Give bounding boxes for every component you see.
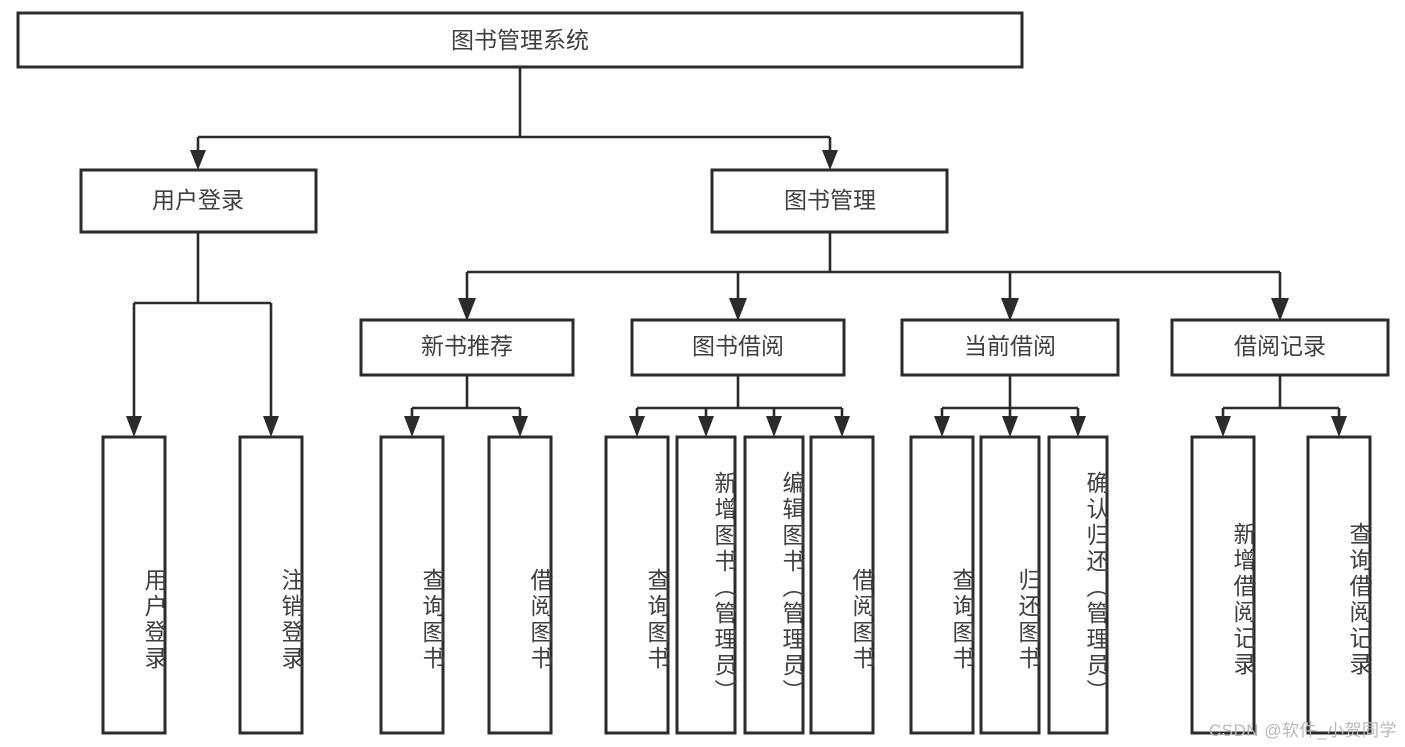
borrow-record-box[interactable]	[1170, 318, 1390, 377]
leaf-add-book-box[interactable]	[675, 435, 737, 735]
arrow-leaf-borrow-book-2	[834, 416, 850, 437]
leaf-borrow-book-2-box[interactable]	[809, 435, 875, 735]
arrow-leaf-borrow-book-1	[512, 416, 528, 437]
leaf-add-record-box[interactable]	[1190, 435, 1256, 735]
book-borrow-label: 图书借阅	[692, 333, 784, 359]
arrow-leaf-edit-book	[766, 416, 782, 437]
leaf-query-book-1-box[interactable]	[379, 435, 445, 735]
arrow-user-login	[190, 150, 206, 170]
arrow-leaf-query-record	[1331, 416, 1347, 437]
arrow-new-book-rec	[458, 298, 476, 321]
node-book-borrow[interactable]: 图书借阅	[630, 318, 846, 377]
leaf-query-book-3-box[interactable]	[909, 435, 975, 735]
new-book-rec-label: 新书推荐	[421, 333, 513, 359]
arrow-borrow-record	[1271, 298, 1289, 321]
arrow-leaf-query-book-2	[629, 416, 645, 437]
arrow-leaf-query-book-3	[934, 416, 950, 437]
arrow-leaf-logout-login	[263, 416, 279, 437]
current-borrow-label: 当前借阅	[964, 333, 1056, 359]
node-book-manage[interactable]: 图书管理	[710, 168, 949, 234]
leaf-confirm-return-box[interactable]	[1047, 435, 1109, 735]
arrow-book-manage	[822, 150, 838, 170]
csdn-watermark: CSDN @软件_小贺同学	[1208, 721, 1397, 740]
user-login-box[interactable]	[79, 168, 318, 234]
arrow-leaf-confirm-return	[1070, 416, 1086, 437]
current-borrow-box[interactable]	[900, 318, 1120, 377]
leaf-edit-book-box[interactable]	[743, 435, 805, 735]
arrow-leaf-add-record	[1215, 416, 1231, 437]
book-borrow-box[interactable]	[630, 318, 846, 377]
node-new-book-rec[interactable]: 新书推荐	[359, 318, 575, 377]
arrow-current-borrow	[1001, 298, 1019, 321]
new-book-rec-box[interactable]	[359, 318, 575, 377]
book-manage-box[interactable]	[710, 168, 949, 234]
arrow-leaf-add-book	[698, 416, 714, 437]
leaf-box-layer	[101, 435, 1372, 735]
leaf-query-book-2-box[interactable]	[604, 435, 670, 735]
root-label: 图书管理系统	[451, 27, 589, 53]
book-manage-label: 图书管理	[784, 187, 876, 213]
leaf-return-book-box[interactable]	[979, 435, 1041, 735]
arrow-leaf-return-book	[1002, 416, 1018, 437]
arrow-leaf-user-login	[126, 416, 142, 437]
borrow-record-label: 借阅记录	[1234, 333, 1326, 359]
edge-layer	[126, 67, 1347, 437]
node-current-borrow[interactable]: 当前借阅	[900, 318, 1120, 377]
arrow-leaf-query-book-1	[404, 416, 420, 437]
leaf-query-record-box[interactable]	[1306, 435, 1372, 735]
user-login-label: 用户登录	[152, 187, 244, 213]
node-user-login[interactable]: 用户登录	[79, 168, 318, 234]
root-box[interactable]	[16, 11, 1024, 69]
leaf-logout-login-box[interactable]	[238, 435, 304, 735]
arrow-book-borrow	[729, 298, 747, 321]
node-root[interactable]: 图书管理系统	[16, 11, 1024, 69]
leaf-user-login-box[interactable]	[101, 435, 167, 735]
node-borrow-record[interactable]: 借阅记录	[1170, 318, 1390, 377]
leaf-borrow-book-1-box[interactable]	[487, 435, 553, 735]
